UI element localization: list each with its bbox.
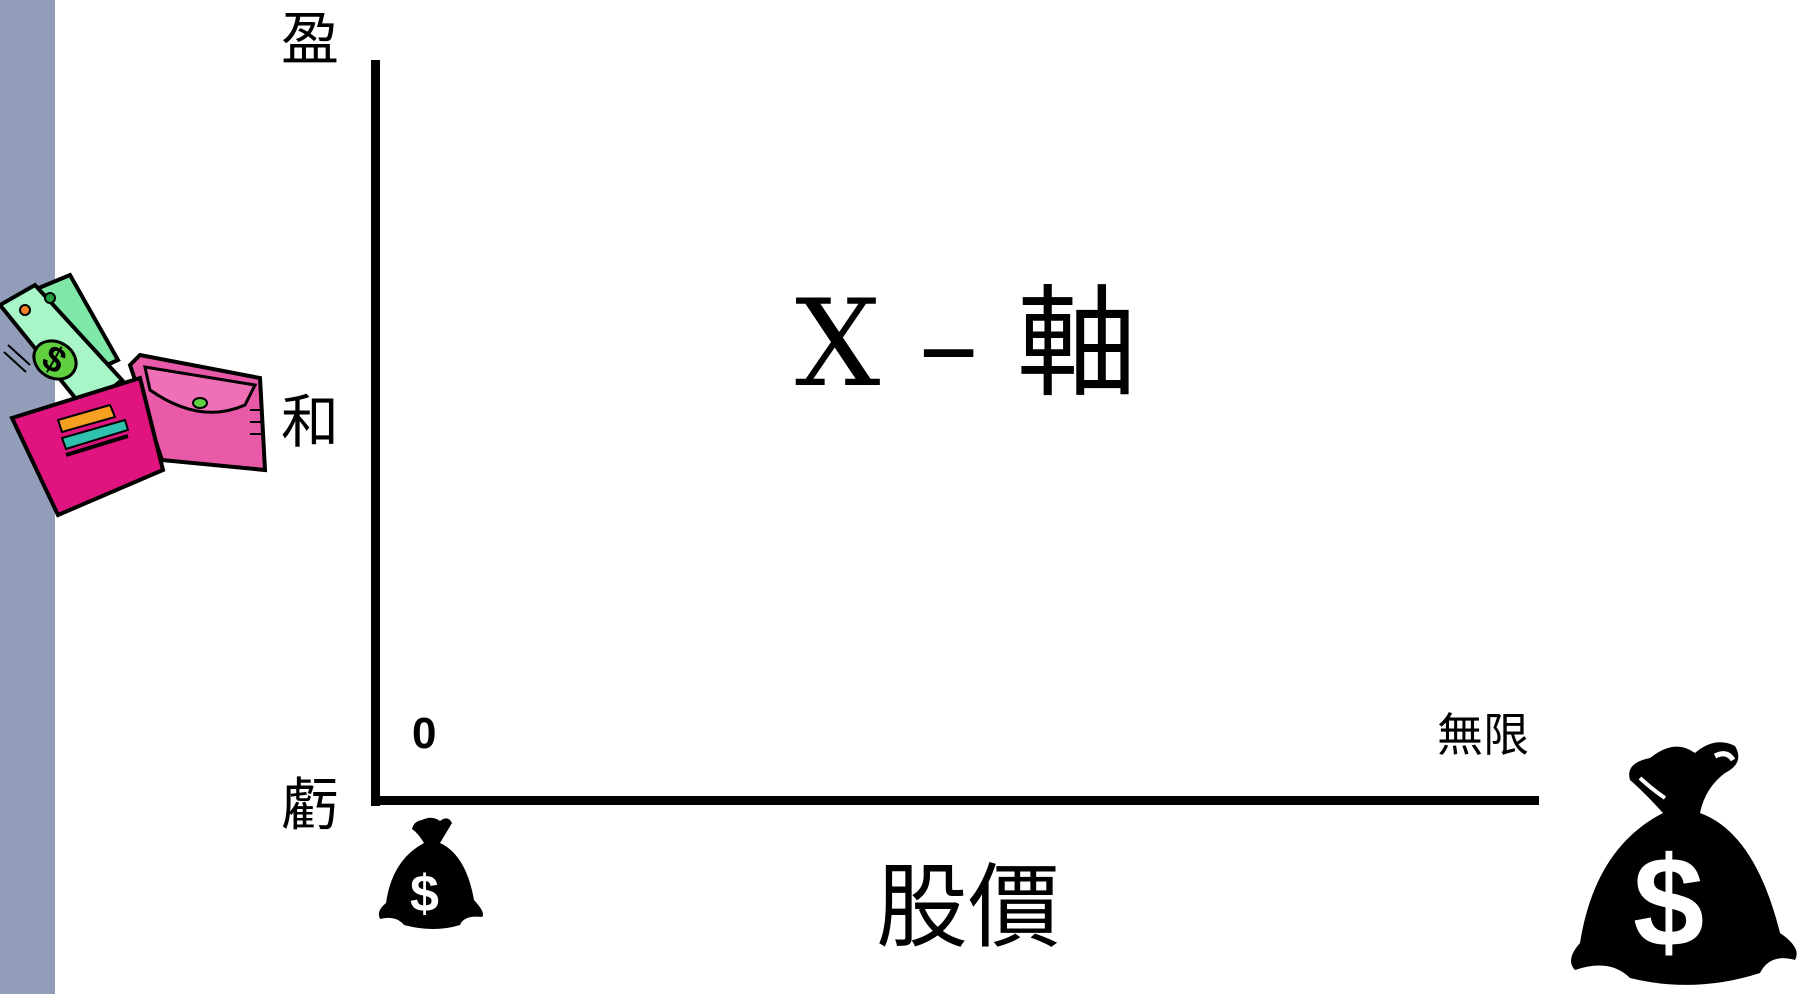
svg-text:$: $ (1633, 831, 1704, 974)
left-sidebar-bar (0, 0, 55, 994)
wallet-with-money-icon: $ (0, 272, 268, 518)
money-bag-icon: $ (378, 817, 483, 929)
x-axis-tick-zero: 0 (412, 709, 437, 758)
x-axis-label: 股價 (876, 854, 1061, 961)
diagram-title: X – 軸 (795, 275, 1137, 414)
x-axis-tick-infinity: 無限 (1437, 708, 1529, 762)
svg-text:$: $ (410, 865, 439, 923)
y-axis-label-loss: 虧 (280, 771, 339, 839)
y-axis-label-and: 和 (280, 388, 339, 456)
y-axis-line (371, 60, 380, 806)
money-bag-icon: $ (1571, 742, 1797, 985)
x-axis-line (371, 796, 1539, 805)
y-axis-label-profit: 盈 (280, 5, 339, 73)
